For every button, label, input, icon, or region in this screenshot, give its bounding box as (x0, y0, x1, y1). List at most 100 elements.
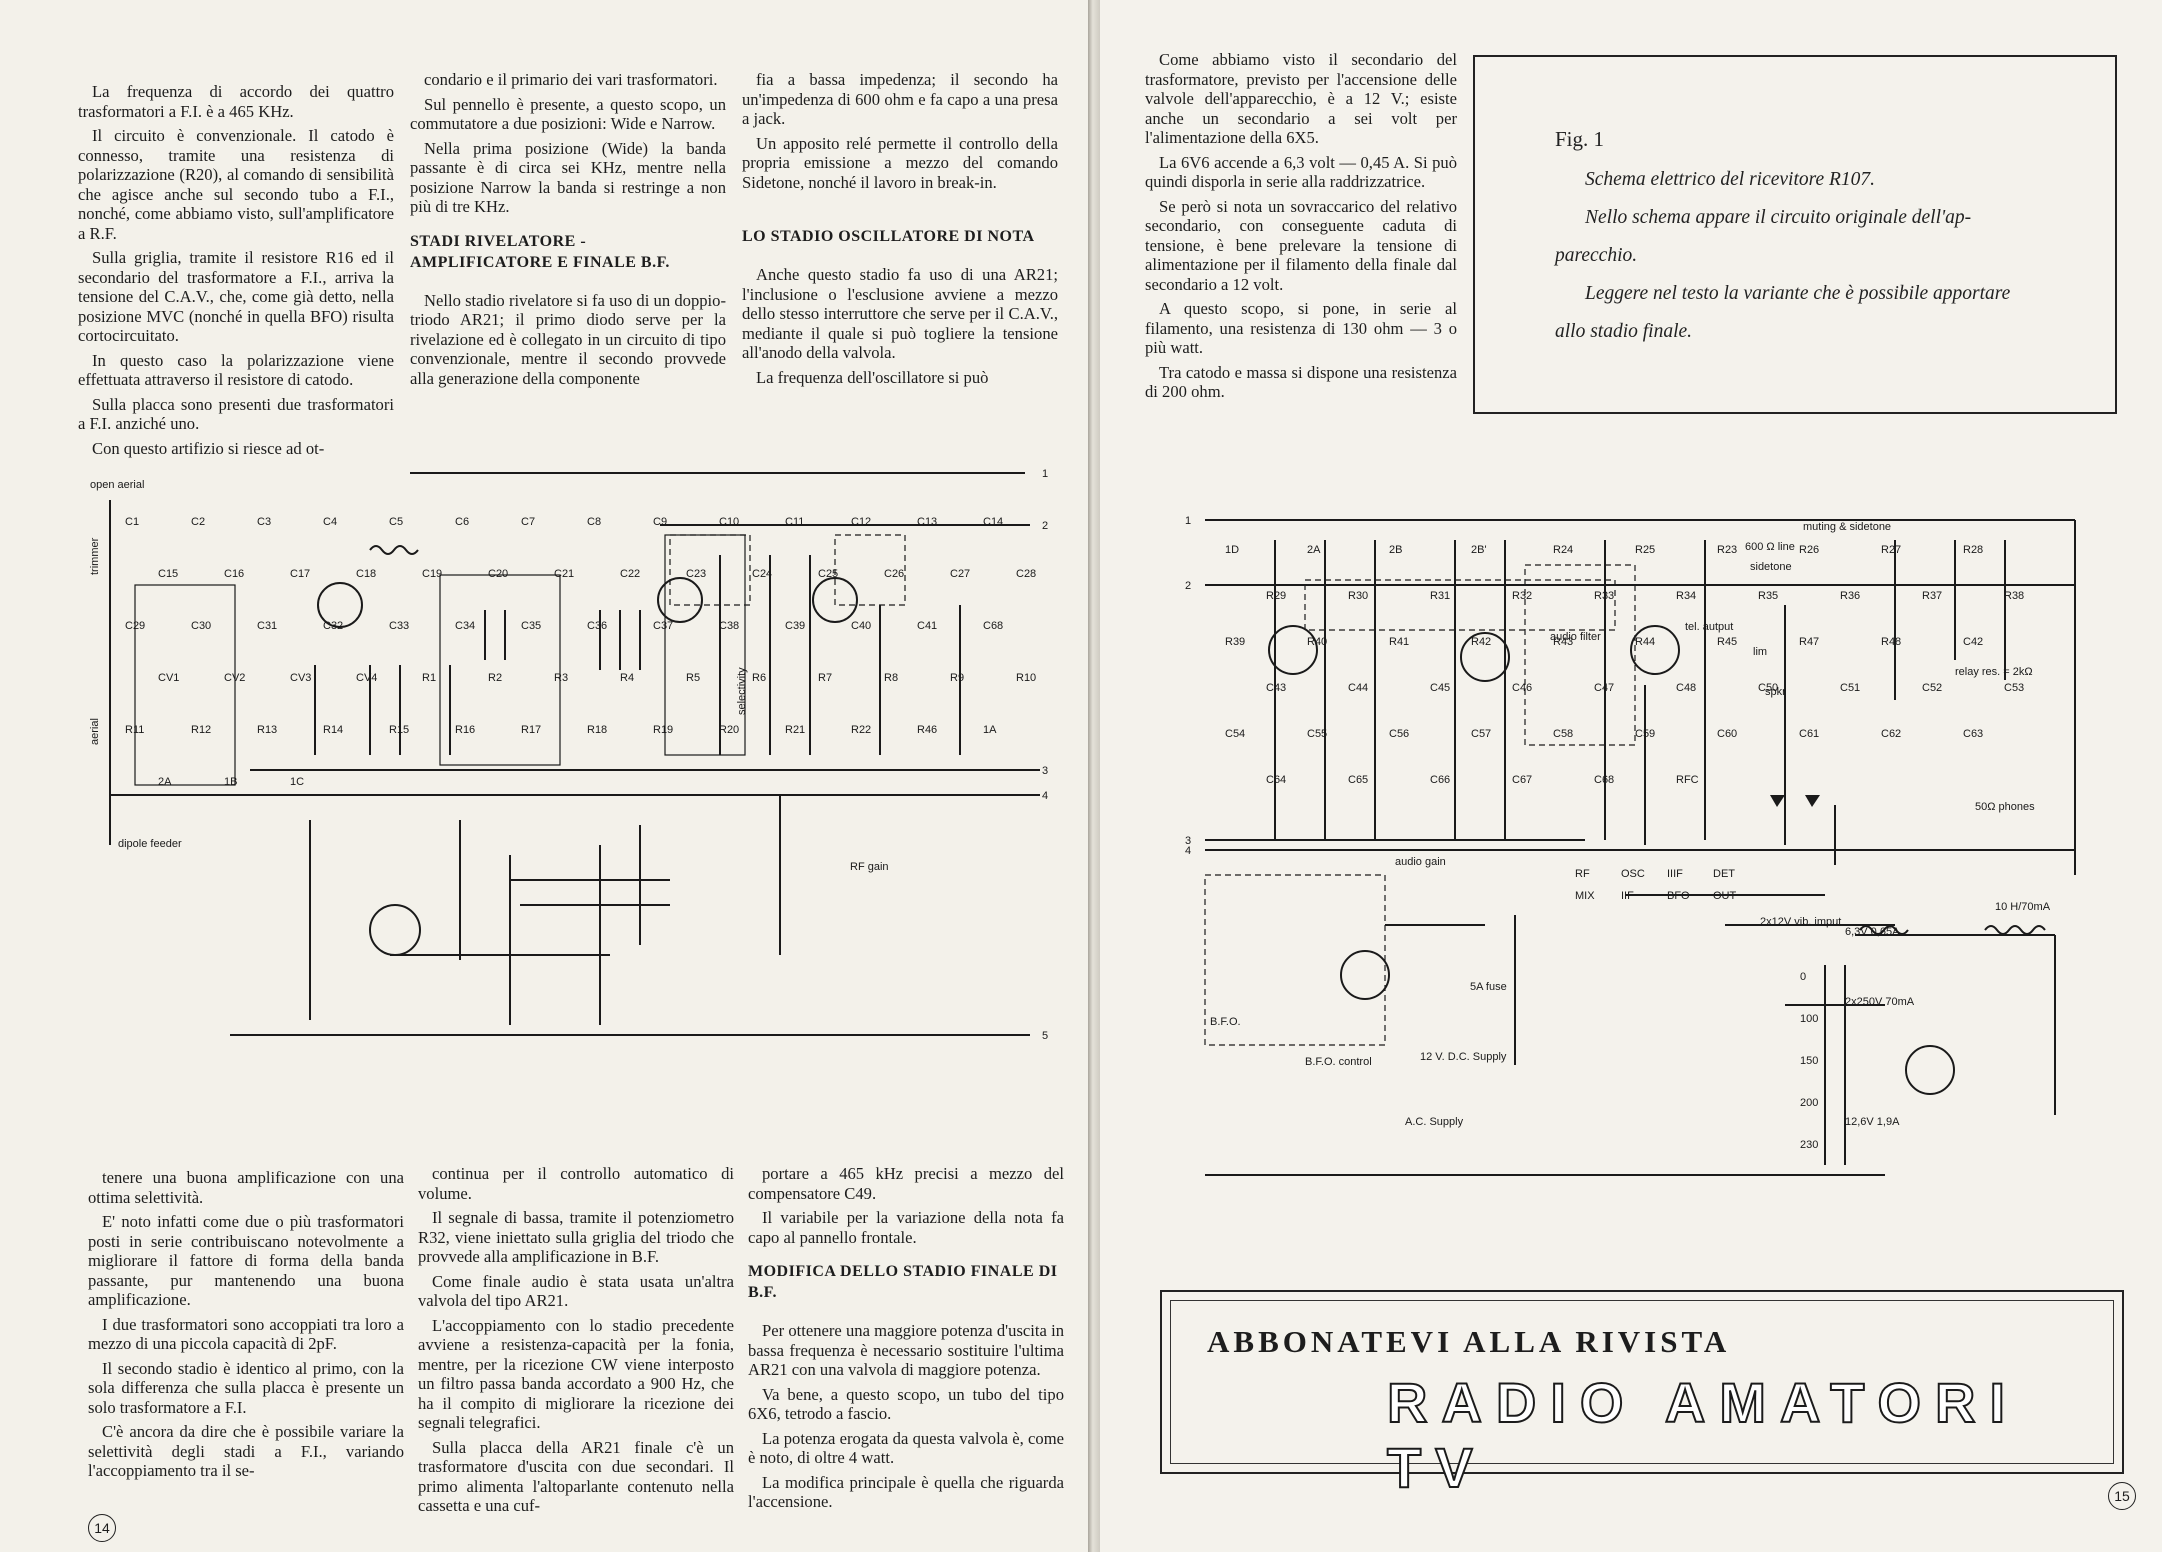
relay-label: relay res. = 2kΩ (1955, 666, 2033, 678)
component-label: C42 (1963, 636, 1983, 648)
paragraph: Nella prima posizione (Wide) la banda pa… (410, 138, 726, 217)
tel-autput-label: tel. autput (1685, 621, 1733, 633)
paragraph: Se però si nota un sovraccarico del rela… (1145, 196, 1457, 294)
component-label: R43 (1553, 636, 1573, 648)
ad-inner-frame (1170, 1300, 2114, 1464)
component-label: R16 (455, 724, 475, 736)
left-bottom-column-3: portare a 465 kHz precisi a mezzo del co… (748, 1164, 1064, 1517)
component-label: R42 (1471, 636, 1491, 648)
tap-label: 100 (1800, 1013, 1818, 1025)
component-label: C11 (785, 516, 804, 528)
component-label: R34 (1676, 590, 1696, 602)
component-label: C5 (389, 516, 403, 528)
component-label: C1 (125, 516, 139, 528)
component-label: C63 (1963, 728, 1983, 740)
component-label: C40 (851, 620, 871, 632)
figure-caption-line: Schema elettrico del ricevitore R107. (1585, 169, 1876, 190)
paragraph: portare a 465 kHz precisi a mezzo del co… (748, 1164, 1064, 1203)
figure-caption-line: parecchio. (1555, 245, 1638, 266)
component-label: R9 (950, 672, 964, 684)
component-label: C28 (1016, 568, 1036, 580)
selector-label: DET (1713, 868, 1735, 880)
selector-label: OSC (1621, 868, 1645, 880)
component-label: C61 (1799, 728, 1819, 740)
component-label: R18 (587, 724, 607, 736)
component-label: CV2 (224, 672, 245, 684)
paragraph: Il secondo stadio è identico al primo, c… (88, 1358, 404, 1417)
left-top-column-2: condario e il primario dei vari trasform… (410, 70, 726, 393)
component-label: R36 (1840, 590, 1860, 602)
figure-caption-line: Leggere nel testo la variante che è poss… (1585, 283, 2011, 304)
component-label: 2B (1389, 544, 1402, 556)
component-label: 1A (983, 724, 997, 736)
tap-label: 0 (1800, 971, 1806, 983)
component-label: R40 (1307, 636, 1327, 648)
component-label: C19 (422, 568, 442, 580)
component-label: 2B' (1471, 544, 1487, 556)
component-label: R46 (917, 724, 937, 736)
component-label: 1B (224, 776, 237, 788)
paragraph: Come finale audio è stata usata un'altra… (418, 1271, 734, 1311)
component-label: C31 (257, 620, 277, 632)
dipole-feeder-label: dipole feeder (118, 838, 182, 850)
muting-sidetone-label: muting & sidetone (1803, 521, 1891, 533)
component-label: C26 (884, 568, 904, 580)
right-page (1100, 0, 2162, 1552)
component-label: C29 (125, 620, 145, 632)
component-label: R17 (521, 724, 541, 736)
tap-label: 230 (1800, 1139, 1818, 1151)
component-label: C45 (1430, 682, 1450, 694)
paragraph: Nello stadio rivelatore si fa uso di un … (410, 290, 726, 388)
component-label: 1C (290, 776, 304, 788)
paragraph: Sul pennello è presente, a questo scopo,… (410, 94, 726, 134)
component-label: R47 (1799, 636, 1819, 648)
component-label: R22 (851, 724, 871, 736)
selector-label: MIX (1575, 890, 1595, 902)
component-label: C27 (950, 568, 970, 580)
paragraph: La potenza erogata da questa valvola è, … (748, 1428, 1064, 1468)
paragraph: La modifica principale è quella che rigu… (748, 1472, 1064, 1512)
terminal-label: 1 (1185, 515, 1191, 527)
right-top-column: Come abbiamo visto il secondario del tra… (1145, 50, 1457, 407)
sidetone-label: sidetone (1750, 561, 1792, 573)
paragraph: Sulla griglia, tramite il resistore R16 … (78, 248, 394, 345)
component-label: C48 (1676, 682, 1696, 694)
figure-caption-box: Fig. 1 Schema elettrico del ricevitore R… (1473, 55, 2117, 414)
component-label: R6 (752, 672, 766, 684)
paragraph: In questo caso la polarizzazione viene e… (78, 350, 394, 390)
phones-label: 50Ω phones (1975, 801, 2035, 813)
paragraph: Tra catodo e massa si dispone una resist… (1145, 362, 1457, 402)
component-label: R44 (1635, 636, 1655, 648)
component-label: C60 (1717, 728, 1737, 740)
component-label: C64 (1266, 774, 1286, 786)
component-label: R37 (1922, 590, 1942, 602)
fuse-label: 5A fuse (1470, 981, 1507, 993)
component-label: R7 (818, 672, 832, 684)
component-label: C17 (290, 568, 310, 580)
component-label: C9 (653, 516, 667, 528)
component-label: C66 (1430, 774, 1450, 786)
component-label: C44 (1348, 682, 1368, 694)
terminal-label: 3 (1185, 835, 1191, 847)
terminal-label: 5 (1042, 1030, 1048, 1042)
paragraph: Anche questo stadio fa uso di una AR21; … (742, 265, 1058, 362)
component-label: C68 (1594, 774, 1614, 786)
component-label: R26 (1799, 544, 1819, 556)
component-label: R45 (1717, 636, 1737, 648)
component-label: C8 (587, 516, 601, 528)
component-label: R32 (1512, 590, 1532, 602)
component-label: C10 (719, 516, 739, 528)
page-number: 14 (88, 1514, 116, 1542)
left-bottom-column-1: tenere una buona amplificazione con una … (88, 1168, 404, 1486)
component-label: C58 (1553, 728, 1573, 740)
terminal-label: 2 (1185, 580, 1191, 592)
component-label: C68 (983, 620, 1003, 632)
figure-label: Fig. 1 (1555, 127, 1605, 151)
spkr-label: spkr (1765, 686, 1786, 698)
terminal-label: 4 (1042, 790, 1048, 802)
component-label: C47 (1594, 682, 1614, 694)
left-top-column-1: La frequenza di accordo dei quattro tras… (78, 82, 394, 463)
component-label: R15 (389, 724, 409, 736)
component-label: C12 (851, 516, 871, 528)
